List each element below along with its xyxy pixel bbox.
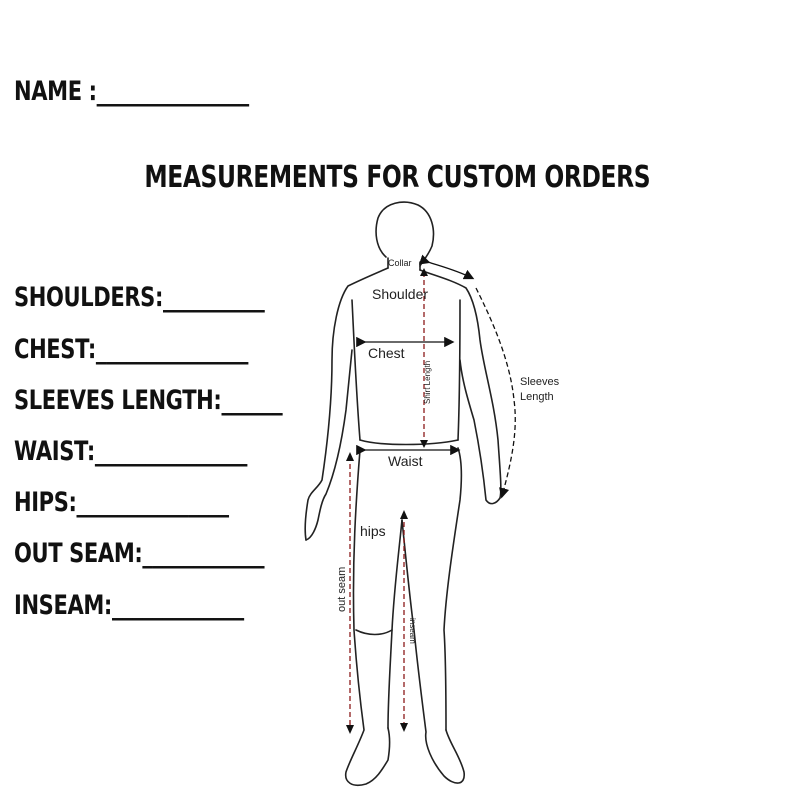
sleeves-length-label: Length	[520, 391, 554, 403]
shirt-length-label: Shirt Length	[423, 361, 432, 404]
inseam-arrow-bottom	[400, 723, 408, 732]
out-seam-arrow-top	[346, 452, 354, 461]
collar-label: Collar	[388, 258, 412, 268]
hips-field: HIPS:_______________	[14, 487, 229, 518]
name-field-label: NAME :_______________	[14, 76, 249, 107]
inseam-arrow-top	[400, 510, 408, 519]
page-title-text: MEASUREMENTS FOR CUSTOM ORDERS	[144, 160, 650, 195]
hips-label: hips	[360, 523, 386, 539]
out-seam-label: out seam	[336, 567, 348, 612]
shirt-length-arrow-top	[420, 268, 428, 276]
out-seam-field: OUT SEAM:____________	[14, 538, 265, 569]
sleeves-length-field: SLEEVES LENGTH:______	[14, 385, 283, 416]
shoulder-label: Shoulder	[372, 286, 428, 302]
shoulders-field: SHOULDERS:__________	[14, 282, 265, 313]
waist-label: Waist	[388, 453, 423, 469]
body-figure-diagram: Collar Shoulder Chest Shirt Length Sleev…	[304, 201, 560, 787]
length-guides	[349, 272, 425, 730]
sleeves-label: Sleeves	[520, 376, 560, 388]
waist-field: WAIST:_______________	[14, 436, 247, 467]
body-outline	[304, 201, 502, 787]
out-seam-arrow-bottom	[346, 725, 354, 734]
page-title: MEASUREMENTS FOR CUSTOM ORDERS	[0, 160, 794, 195]
chest-field: CHEST:_______________	[14, 334, 249, 365]
shirt-length-arrow-bottom	[420, 440, 428, 448]
inseam-label: inseam	[408, 618, 417, 644]
measurement-guides	[356, 254, 516, 499]
inseam-field: INSEAM:_____________	[14, 590, 244, 621]
chest-label: Chest	[368, 345, 405, 361]
